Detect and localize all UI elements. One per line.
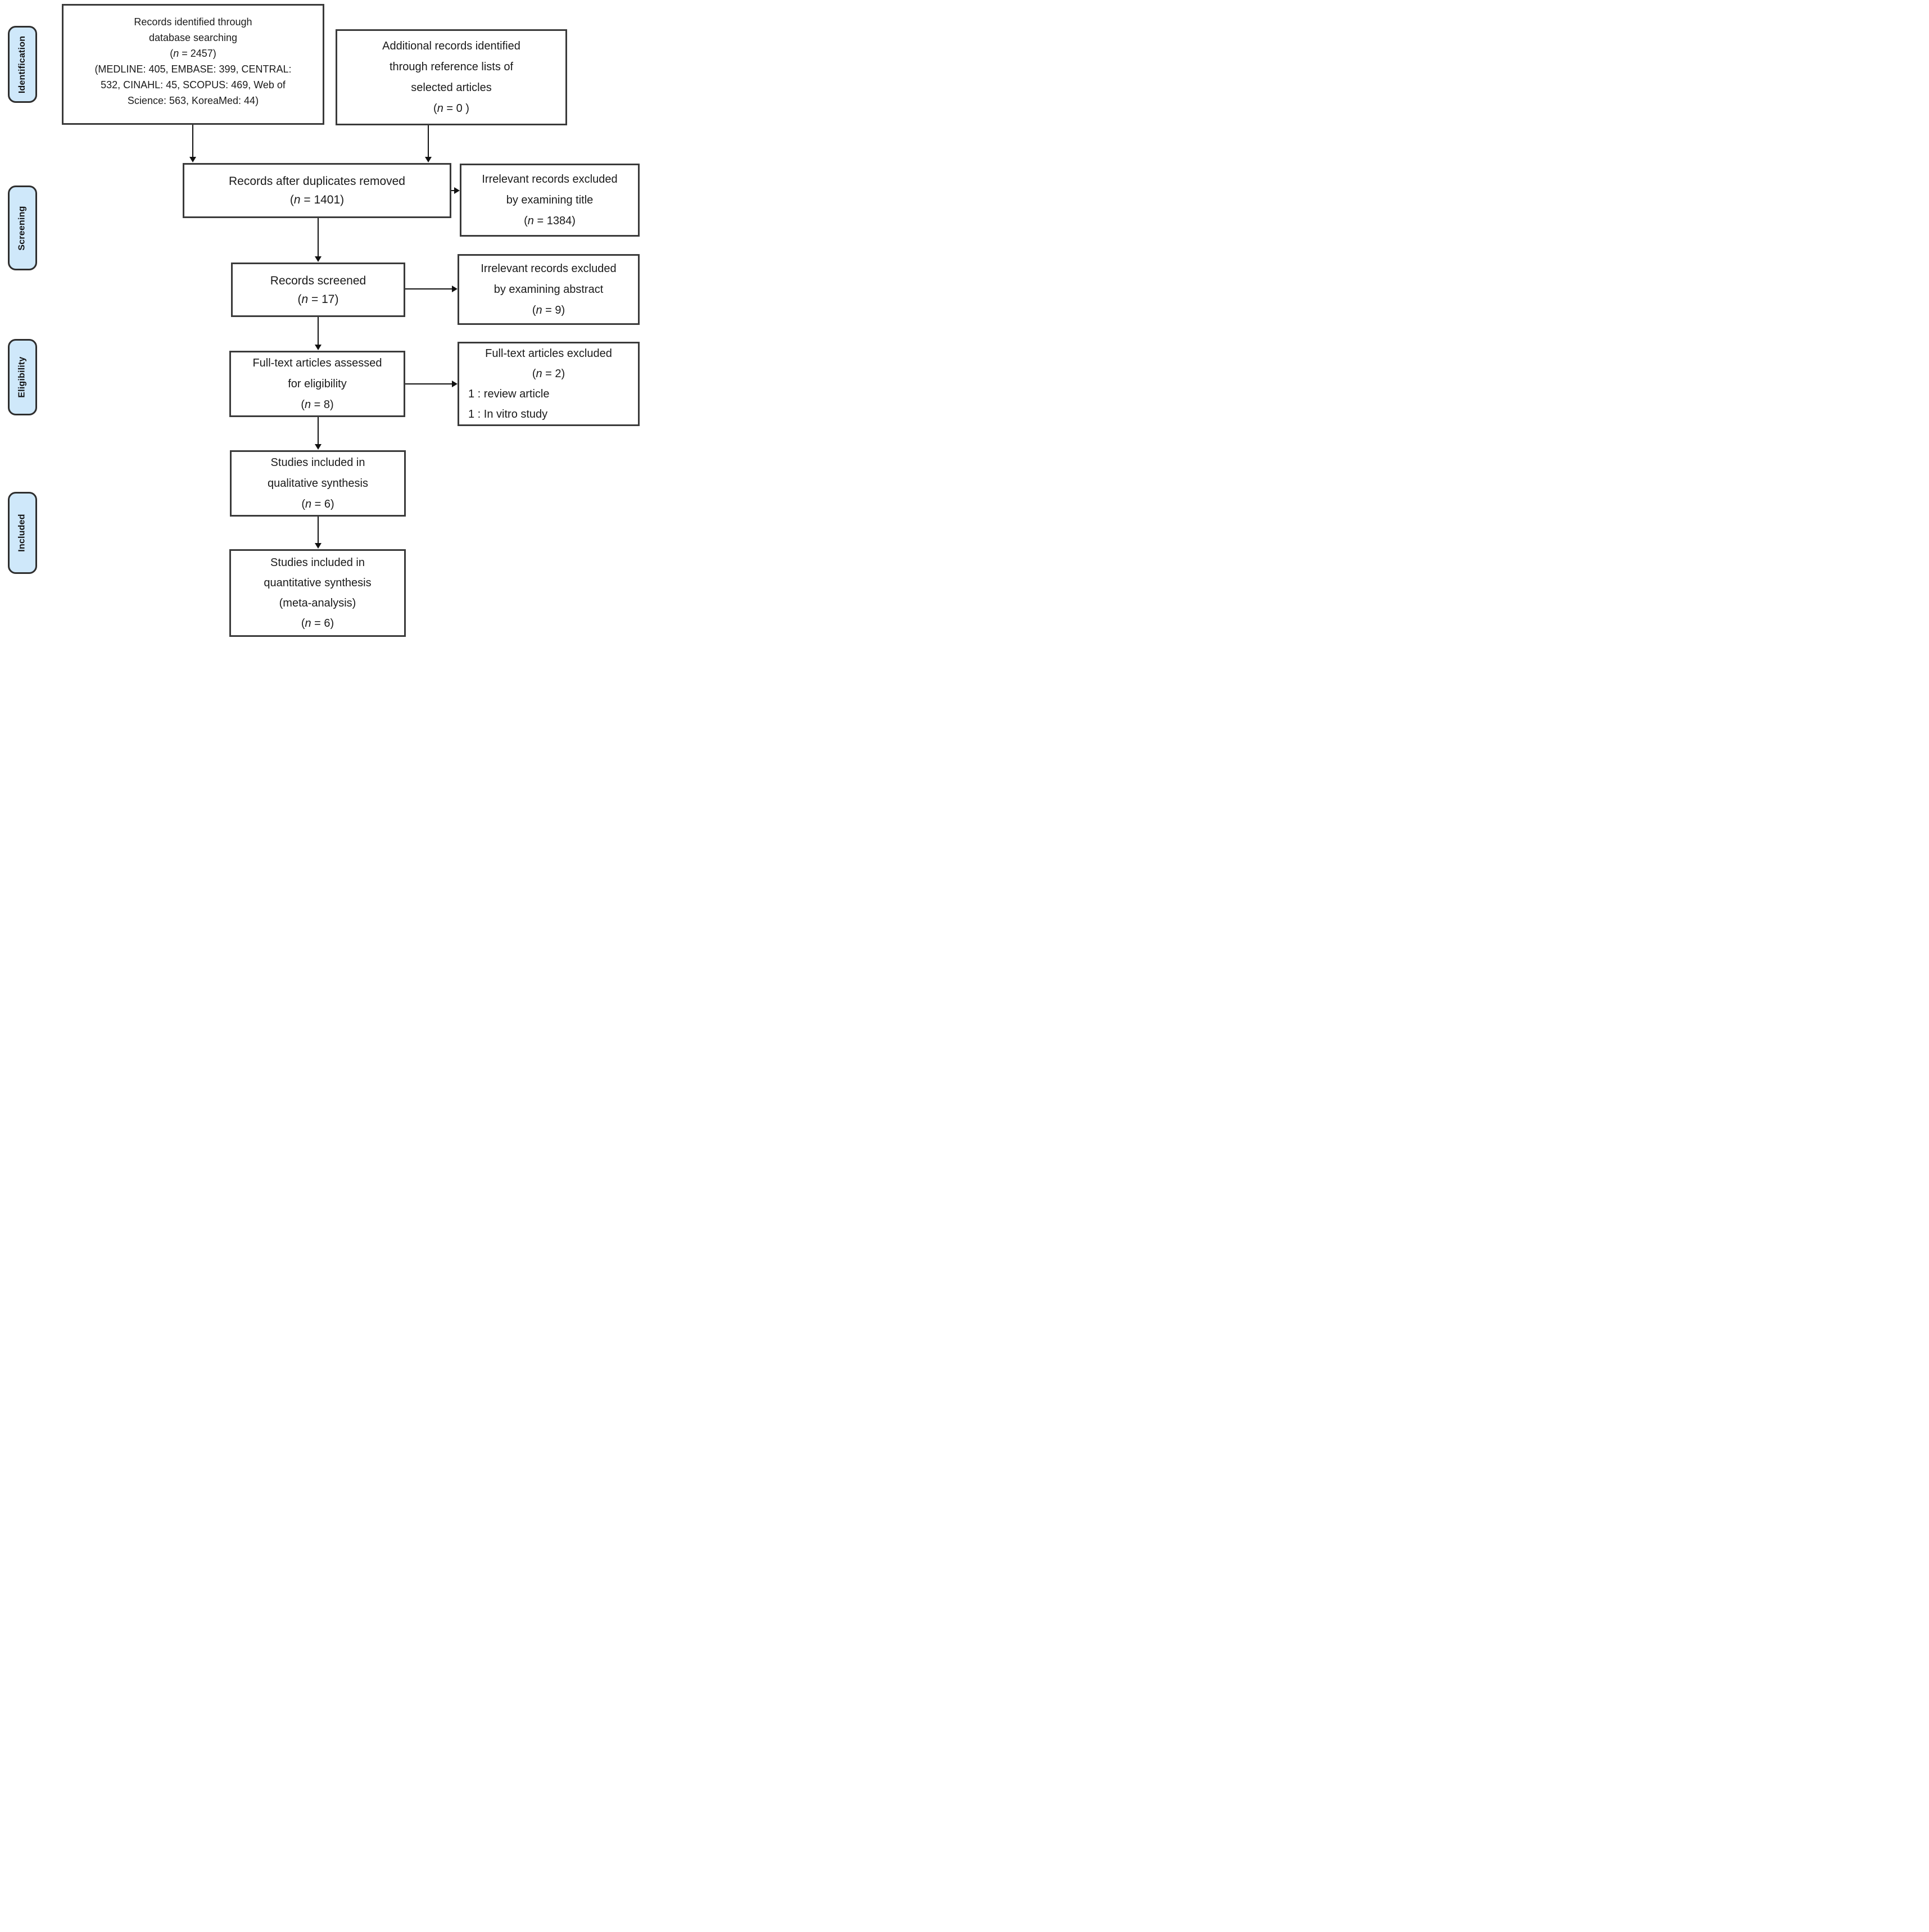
stage-identification-label: Identification bbox=[17, 35, 28, 93]
box-additional-records: Additional records identified through re… bbox=[336, 29, 567, 125]
box-line: (n = 1401) bbox=[289, 193, 345, 206]
box-line: Irrelevant records excluded bbox=[482, 173, 618, 185]
box-line: (n = 0 ) bbox=[433, 102, 469, 115]
prisma-flow-diagram: Identification Screening Eligibility Inc… bbox=[0, 0, 643, 644]
box-quantitative-synthesis: Studies included in quantitative synthes… bbox=[229, 549, 406, 637]
box-line: selected articles bbox=[411, 81, 492, 94]
box-line: (n = 6) bbox=[301, 617, 334, 630]
box-line: 532, CINAHL: 45, SCOPUS: 469, Web of bbox=[101, 79, 286, 91]
box-line: (n = 6) bbox=[301, 497, 334, 510]
box-line: (n = 17) bbox=[297, 292, 339, 306]
box-fulltext-assessed: Full-text articles assessed for eligibil… bbox=[229, 351, 405, 417]
arrow-fulltext-to-excluded bbox=[405, 383, 452, 384]
stage-eligibility-label: Eligibility bbox=[17, 356, 28, 398]
stage-included: Included bbox=[8, 492, 37, 574]
box-excluded-by-title: Irrelevant records excluded by examining… bbox=[460, 164, 640, 237]
stage-screening: Screening bbox=[8, 185, 37, 270]
box-line: Full-text articles excluded bbox=[485, 347, 612, 360]
box-line: by examining abstract bbox=[493, 283, 604, 296]
box-line: through reference lists of bbox=[389, 60, 514, 73]
box-line: Records after duplicates removed bbox=[229, 175, 405, 188]
box-line: (n = 1384) bbox=[524, 214, 576, 227]
box-duplicates-removed: Records after duplicates removed (n = 14… bbox=[183, 163, 451, 218]
arrow-duplicates-to-screened bbox=[318, 218, 319, 257]
box-line: (meta-analysis) bbox=[279, 597, 356, 609]
box-fulltext-excluded: Full-text articles excluded (n = 2) 1 : … bbox=[458, 342, 640, 426]
box-line: Records screened bbox=[270, 274, 366, 287]
box-excluded-by-abstract: Irrelevant records excluded by examining… bbox=[458, 254, 640, 325]
box-line: for eligibility bbox=[288, 377, 347, 390]
arrow-qualitative-to-quantitative bbox=[318, 517, 319, 544]
box-line: quantitative synthesis bbox=[264, 577, 372, 589]
box-line: Studies included in bbox=[270, 456, 365, 469]
exclusion-reason: 1 : In vitro study bbox=[468, 408, 548, 420]
box-line: (n = 2) bbox=[532, 368, 565, 380]
box-line: (n = 2457) bbox=[170, 47, 216, 59]
box-line: (MEDLINE: 405, EMBASE: 399, CENTRAL: bbox=[94, 63, 292, 75]
box-line: qualitative synthesis bbox=[268, 477, 368, 490]
box-line: Records identified through bbox=[134, 16, 252, 28]
box-line: Irrelevant records excluded bbox=[481, 262, 617, 275]
stage-included-label: Included bbox=[17, 514, 28, 552]
arrow-identified-to-duplicates bbox=[192, 125, 193, 157]
box-line: Science: 563, KoreaMed: 44) bbox=[127, 94, 259, 106]
arrow-additional-to-duplicates bbox=[428, 125, 429, 157]
arrow-fulltext-to-qualitative bbox=[318, 417, 319, 445]
stage-screening-label: Screening bbox=[17, 205, 28, 251]
box-line: Studies included in bbox=[270, 556, 365, 569]
box-line: Full-text articles assessed bbox=[252, 356, 382, 369]
stage-eligibility: Eligibility bbox=[8, 339, 37, 415]
box-line: (n = 9) bbox=[532, 304, 565, 316]
box-qualitative-synthesis: Studies included in qualitative synthesi… bbox=[230, 450, 406, 517]
exclusion-reason: 1 : review article bbox=[468, 388, 550, 400]
arrow-duplicates-to-title-excluded bbox=[451, 190, 455, 191]
arrow-screened-to-abstract-excluded bbox=[405, 288, 452, 289]
box-line: database searching bbox=[148, 31, 238, 43]
box-records-screened: Records screened (n = 17) bbox=[231, 263, 405, 317]
arrow-screened-to-fulltext bbox=[318, 317, 319, 345]
box-line: by examining title bbox=[506, 193, 594, 206]
box-records-identified: Records identified through database sear… bbox=[62, 4, 324, 125]
box-line: (n = 8) bbox=[301, 398, 334, 411]
stage-identification: Identification bbox=[8, 26, 37, 103]
box-line: Additional records identified bbox=[382, 39, 520, 52]
